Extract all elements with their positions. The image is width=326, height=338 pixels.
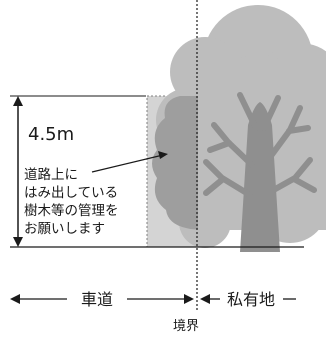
height-label: 4.5m [28, 124, 74, 145]
boundary-label: 境界 [173, 319, 199, 334]
private-land-label: 私有地 [227, 290, 275, 309]
overhanging-canopy [152, 96, 198, 230]
callout-pointer [91, 154, 164, 173]
private-extent-arrow-left [200, 294, 210, 304]
height-arrow-down [13, 237, 23, 247]
height-arrow-up [13, 96, 23, 106]
callout-pointer-head [158, 151, 168, 159]
tree-trunk [240, 102, 280, 252]
callout-line-4: お願いします [24, 221, 105, 237]
road-label: 車道 [81, 290, 113, 309]
road-extent-arrow-right [184, 294, 194, 304]
callout-line-2: はみ出している [24, 185, 118, 201]
height-dimension [10, 95, 146, 241]
road-extent-arrow-left [10, 294, 20, 304]
callout-line-1: 道路上に [24, 167, 78, 183]
callout-line-3: 樹木等の管理を [24, 202, 119, 219]
tree-branches [203, 92, 317, 198]
